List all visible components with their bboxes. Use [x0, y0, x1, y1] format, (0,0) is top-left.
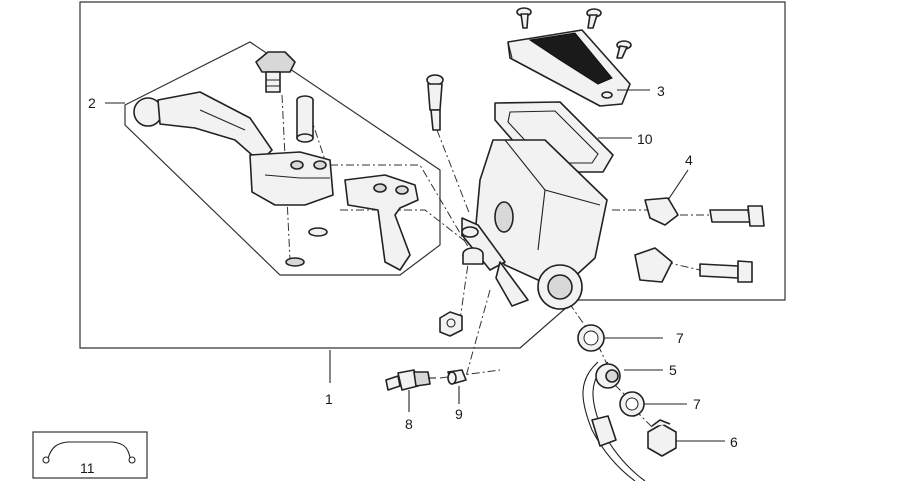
leader-lines: [105, 89, 725, 442]
kit-frame-11: [32, 431, 148, 479]
callout-5: 5: [669, 362, 677, 378]
callout-10: 10: [637, 131, 653, 147]
lever-bracket: [344, 174, 419, 271]
callout-1: 1: [325, 391, 333, 407]
callout-4: 4: [685, 152, 693, 168]
callout-9: 9: [455, 406, 463, 422]
lever-pin: [296, 95, 314, 143]
cap-screw-right: [616, 40, 632, 59]
lever-clip: [285, 227, 328, 267]
callout-8: 8: [405, 416, 413, 432]
callout-7-upper: 7: [676, 330, 684, 346]
pivot-bushing: [462, 247, 484, 265]
callout-6: 6: [730, 434, 738, 450]
reservoir-gasket: [494, 101, 614, 173]
callout-7-lower: 7: [693, 396, 701, 412]
brake-lever: [133, 91, 334, 206]
clamp-bolt-upper: [709, 205, 765, 227]
callout-3: 3: [657, 83, 665, 99]
adjuster-knob: [255, 51, 296, 93]
master-cylinder-body: [461, 139, 608, 310]
pivot-nut: [439, 311, 463, 337]
adjuster-screw: [447, 369, 467, 385]
banjo-bolt: [647, 419, 677, 457]
callout-11: 11: [80, 460, 95, 476]
cap-screw-middle: [586, 8, 602, 29]
callout-2: 2: [88, 95, 96, 111]
cap-screw-left: [516, 7, 532, 29]
reservoir-cap: [507, 29, 631, 107]
copper-washer-upper: [577, 324, 605, 352]
spring-clip-11: [42, 441, 136, 464]
copper-washer-lower: [619, 391, 645, 417]
pivot-bolt: [426, 74, 444, 131]
clamp-bolt-lower: [699, 260, 753, 283]
assembly-frame-1: [79, 1, 786, 349]
handlebar-clamp: [634, 197, 679, 283]
brake-light-switch: [385, 369, 436, 391]
brake-hose: [582, 361, 646, 481]
